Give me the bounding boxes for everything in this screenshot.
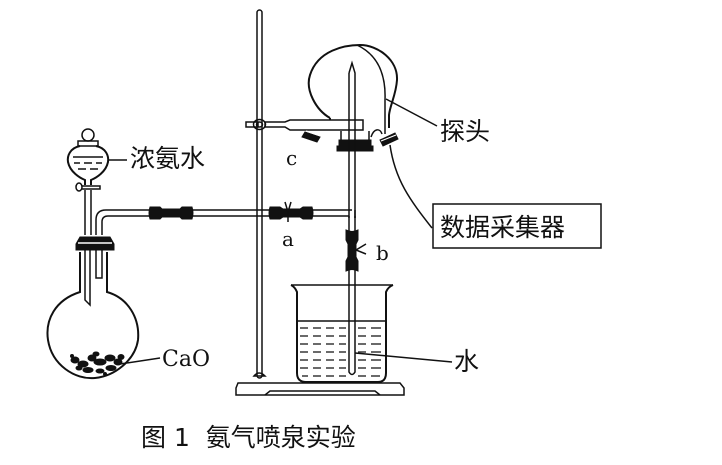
probe-leader-line bbox=[385, 98, 438, 127]
clamp-arm bbox=[245, 118, 364, 143]
clamp-a bbox=[284, 201, 292, 222]
cao-leader-line bbox=[119, 357, 161, 365]
label-concentrated-ammonia: 浓氨水 bbox=[130, 144, 205, 173]
water-dashes bbox=[300, 327, 381, 377]
separatory-funnel bbox=[66, 128, 127, 235]
figure-caption: 图 1 氨气喷泉实验 bbox=[141, 423, 356, 452]
delivery-tube-in-flask bbox=[95, 250, 103, 279]
label-water: 水 bbox=[454, 347, 479, 376]
beaker-tube-glass bbox=[348, 216, 356, 376]
label-clamp-b: b bbox=[376, 241, 389, 265]
label-cao: CaO bbox=[162, 347, 210, 372]
funnel-body bbox=[66, 145, 110, 185]
stand-base bbox=[235, 382, 405, 396]
clamp-boss-inner bbox=[255, 121, 264, 128]
clamp-pad-left bbox=[301, 131, 321, 143]
beaker-tube bbox=[345, 216, 367, 376]
delivery-tube bbox=[95, 201, 356, 235]
clamp-b bbox=[354, 243, 367, 255]
flask-c-bulb bbox=[307, 43, 399, 128]
stand-base-edge bbox=[264, 390, 381, 396]
probe-cable bbox=[389, 144, 433, 229]
rubber-connector-b bbox=[345, 229, 359, 272]
data-collector bbox=[432, 203, 602, 249]
delivery-tube-outer bbox=[95, 209, 352, 235]
label-clamp-a: a bbox=[282, 227, 294, 251]
rubber-connector-a bbox=[268, 206, 314, 220]
data-collector-box bbox=[432, 203, 602, 249]
funnel-stopper-knob bbox=[81, 128, 95, 142]
clamp-boss-outer bbox=[252, 118, 267, 131]
cao-solid bbox=[70, 351, 125, 376]
beaker-wall bbox=[290, 284, 394, 383]
rubber-connector bbox=[148, 206, 194, 220]
probe-wire-inner bbox=[356, 44, 386, 134]
beaker bbox=[290, 284, 453, 383]
funnel-stem bbox=[84, 190, 92, 235]
funnel-stopcock-handle bbox=[75, 182, 83, 192]
stand-rod bbox=[256, 9, 263, 379]
generating-flask-body bbox=[46, 252, 140, 380]
iron-stand bbox=[235, 9, 405, 396]
probe bbox=[356, 44, 438, 229]
clamp-screw bbox=[245, 121, 259, 128]
label-probe: 探头 bbox=[440, 117, 490, 146]
label-flask-c: c bbox=[286, 146, 297, 170]
jet-tube-right bbox=[348, 60, 356, 218]
flask-c bbox=[307, 43, 399, 218]
label-data-collector: 数据采集器 bbox=[440, 213, 565, 242]
funnel-stem-in-flask bbox=[84, 250, 91, 307]
funnel-stopcock bbox=[82, 185, 101, 190]
stand-rod-foot bbox=[252, 372, 267, 377]
clamp-bar bbox=[264, 119, 364, 131]
funnel-stopper bbox=[77, 140, 99, 147]
delivery-tube-inner bbox=[101, 215, 349, 235]
water-leader-line bbox=[354, 352, 453, 363]
generating-flask bbox=[46, 236, 161, 380]
